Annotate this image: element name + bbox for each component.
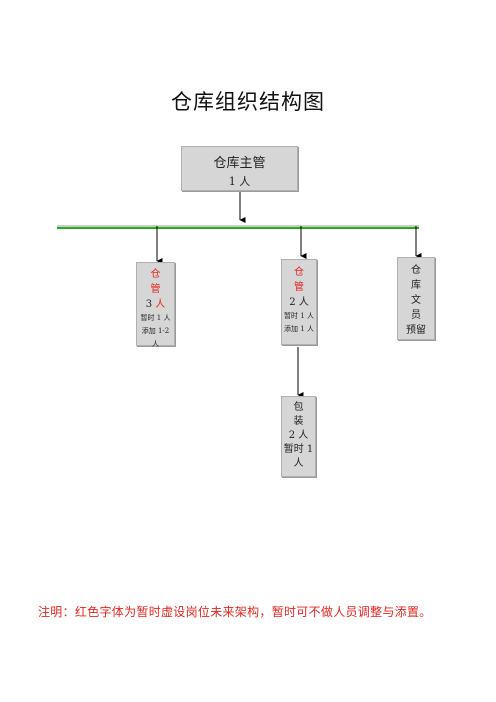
packing-char-2: 装 xyxy=(293,416,304,427)
keeper-a-count-unit: 人 xyxy=(155,299,166,310)
manager-count: 1 人 xyxy=(228,175,251,188)
clerk-char-2: 库 xyxy=(411,280,421,291)
manager-title: 仓库主管 xyxy=(213,156,266,171)
manager-box: 仓库主管 1 人 xyxy=(181,146,298,191)
keeper-b-count: 2 人 xyxy=(289,297,309,308)
packing-box: 包 装 2 人 暂时 1 人 xyxy=(281,396,316,477)
keeper-b-char-1: 仓 xyxy=(294,267,304,278)
packing-count: 2 人 xyxy=(288,430,309,441)
clerk-reserved: 预留 xyxy=(406,325,426,336)
keeper-a-current: 暂时 1 人 xyxy=(140,314,171,322)
chart-title: 仓库组织结构图 xyxy=(171,90,325,114)
clerk-box: 仓 库 文 员 预留 xyxy=(397,257,435,340)
keeper-b-add: 添加 1 人 xyxy=(284,325,314,333)
clerk-char-3: 文 xyxy=(411,295,421,306)
clerk-char-4: 员 xyxy=(411,310,421,321)
footnote: 注明：红色字体为暂时虚设岗位未来架构，暂时可不做人员调整与添置。 xyxy=(38,605,432,619)
keeper-a-add-unit: 人 xyxy=(152,340,159,348)
keeper-a-box: 仓 管 3 人 暂时 1 人 添加 1-2 人 xyxy=(136,262,175,348)
keeper-b-char-2: 管 xyxy=(294,282,304,293)
packing-current: 暂时 1 xyxy=(283,444,314,455)
keeper-a-char-1: 仓 xyxy=(150,269,161,280)
keeper-b-current: 暂时 1 人 xyxy=(284,312,314,320)
keeper-a-char-2: 管 xyxy=(150,284,161,295)
keeper-a-add: 添加 1-2 xyxy=(141,327,170,335)
packing-char-1: 包 xyxy=(293,402,304,413)
keeper-b-box: 仓 管 2 人 暂时 1 人 添加 1 人 xyxy=(281,259,317,345)
packing-current-unit: 人 xyxy=(293,458,304,469)
keeper-a-count-number: 3 xyxy=(145,299,153,310)
keeper-a-count: 3 人 xyxy=(137,297,174,312)
clerk-char-1: 仓 xyxy=(411,265,421,276)
